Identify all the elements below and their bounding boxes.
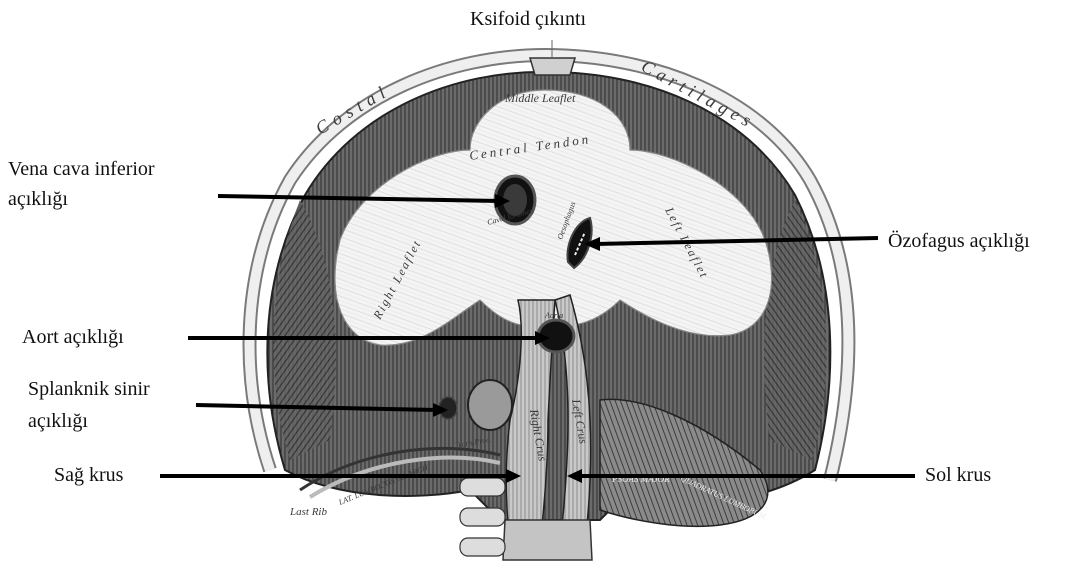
label-vena-cava-line1: Vena cava inferior xyxy=(8,156,155,182)
label-esophagus: Özofagus açıklığı xyxy=(888,228,1030,254)
label-left-crus: Sol krus xyxy=(925,462,991,488)
engr-last-rib: Last Rib xyxy=(289,506,327,518)
label-right-crus: Sağ krus xyxy=(54,462,123,488)
xiphoid-process xyxy=(530,58,575,75)
label-splanchnic-line2: açıklığı xyxy=(28,408,88,434)
engr-aorta: Aorta xyxy=(544,311,563,320)
label-vena-cava-line2: açıklığı xyxy=(8,186,68,212)
label-splanchnic-line1: Splanknik sinir xyxy=(28,376,150,402)
engr-middle-leaflet: Middle Leaflet xyxy=(504,91,576,105)
trans-proc-opening xyxy=(468,380,512,430)
label-aortic: Aort açıklığı xyxy=(22,324,124,350)
label-xiphoid: Ksifoid çıkıntı xyxy=(470,6,586,32)
vertebral-column xyxy=(503,520,592,560)
